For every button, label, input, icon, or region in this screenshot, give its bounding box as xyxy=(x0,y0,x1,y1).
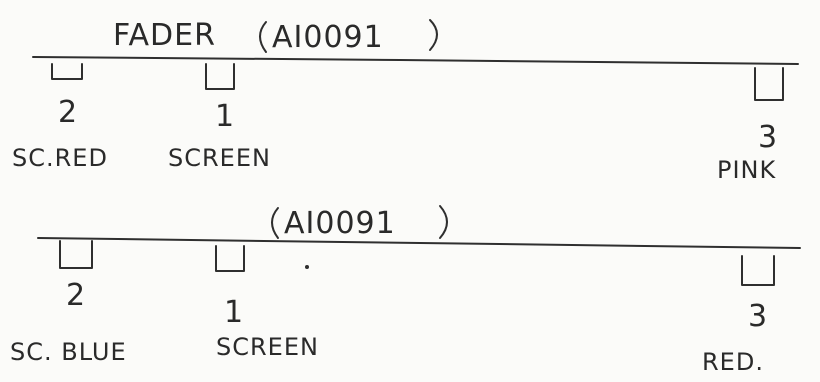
socket-2-label-top: SC.RED xyxy=(12,144,108,172)
close-parenthesis-bottom xyxy=(439,205,448,239)
socket-2-number-top: 2 xyxy=(58,95,78,130)
model-number-bottom: AI0091 xyxy=(284,206,396,241)
socket-2-icon-top xyxy=(51,63,83,80)
socket-3-label-top: PINK xyxy=(717,156,777,184)
fader-title: FADER xyxy=(113,18,216,53)
socket-1-number-bottom: 1 xyxy=(224,295,244,330)
fader-diagram-top: FADER AI0091 2 1 3 SC.RED SCREEN PINK xyxy=(12,18,799,184)
socket-3-number-top: 3 xyxy=(758,120,778,155)
model-number-top: AI0091 xyxy=(272,20,384,55)
socket-1-label-bottom: SCREEN xyxy=(216,333,319,361)
socket-3-number-bottom: 3 xyxy=(748,299,768,334)
socket-3-icon-top xyxy=(754,67,784,101)
fader-diagram-bottom: AI0091 2 1 3 SC. BLUE SCREEN RED. xyxy=(10,205,801,376)
open-parenthesis-top xyxy=(259,21,267,53)
socket-3-label-bottom: RED. xyxy=(702,348,764,376)
fader-track-line-bottom xyxy=(37,237,801,249)
fader-track-line-top xyxy=(32,56,799,65)
socket-2-icon-bottom xyxy=(59,240,93,269)
pencil-dot xyxy=(305,265,309,269)
socket-1-number-top: 1 xyxy=(215,99,235,134)
socket-1-icon-top xyxy=(205,63,235,90)
socket-1-icon-bottom xyxy=(215,245,245,272)
socket-3-icon-bottom xyxy=(741,255,775,286)
socket-2-label-bottom: SC. BLUE xyxy=(10,338,127,366)
socket-1-label-top: SCREEN xyxy=(168,144,271,172)
open-parenthesis-bottom xyxy=(271,207,279,239)
close-parenthesis-top xyxy=(429,19,438,51)
socket-2-number-bottom: 2 xyxy=(66,278,86,313)
